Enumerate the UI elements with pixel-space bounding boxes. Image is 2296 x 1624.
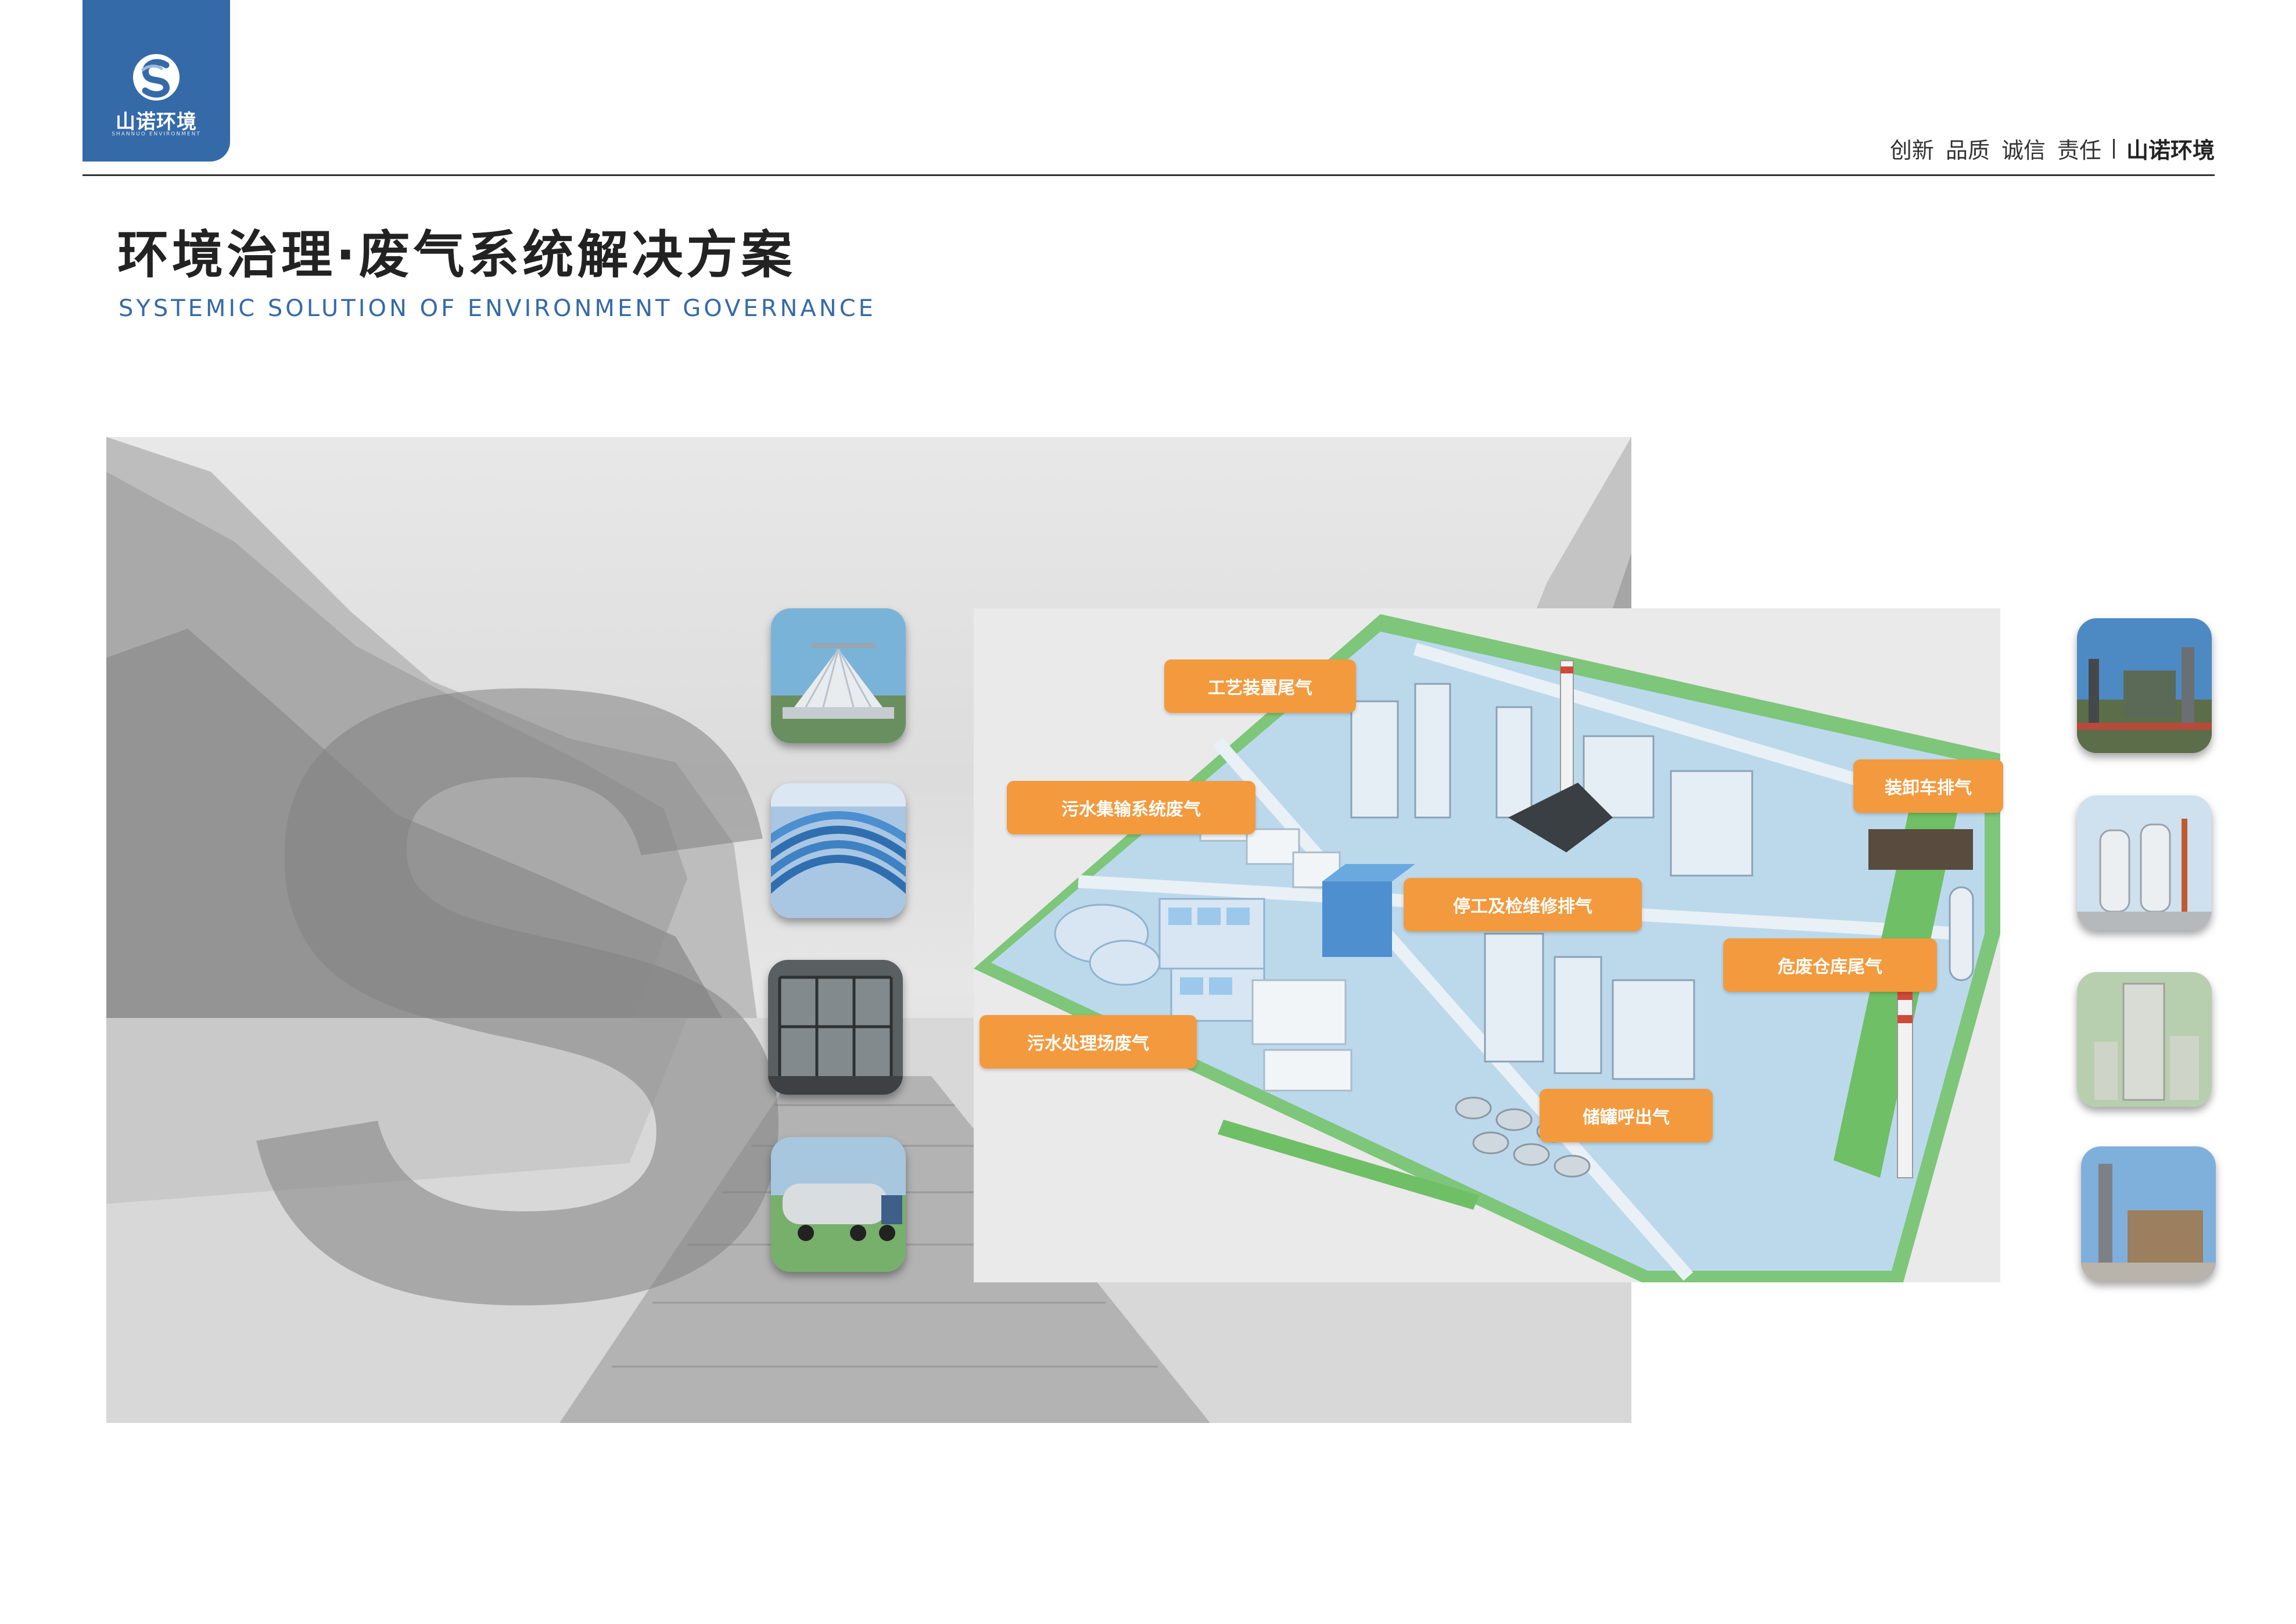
thumb-arched-covers (771, 783, 906, 918)
header-tagline: 创新 品质 诚信 责任 山诺环境 (1890, 132, 2215, 164)
logo-subtext: SHANNUO ENVIRONMENT (112, 131, 201, 137)
page-title: 环境治理·废气系统解决方案 (117, 225, 796, 285)
label-sewage-collection-gas: 污水集输系统废气 (1007, 781, 1255, 834)
label-shutdown-maintenance-gas: 停工及检维修排气 (1404, 878, 1642, 931)
label-storage-tank-breathing-gas: 储罐呼出气 (1540, 1089, 1713, 1142)
thumb-tank-truck (771, 1137, 906, 1272)
thumb-covered-tank (771, 608, 906, 743)
tagline-item: 创新 (1889, 138, 1934, 163)
thumb-glass-enclosure (768, 960, 903, 1095)
label-loading-vehicle-gas: 装卸车排气 (1853, 759, 2003, 813)
logo-text: 山诺环境 (116, 110, 197, 134)
logo-tab: 山诺环境 SHANNUO ENVIRONMENT (82, 0, 230, 162)
header-divider (82, 174, 2215, 176)
label-process-tail-gas: 工艺装置尾气 (1164, 659, 1356, 713)
page-subtitle: SYSTEMIC SOLUTION OF ENVIRONMENT GOVERNA… (119, 295, 876, 322)
thumb-industrial-plant (2077, 618, 2212, 753)
tagline-item: 诚信 (2001, 138, 2046, 163)
tagline-divider (2112, 138, 2115, 159)
label-sewage-plant-gas: 污水处理场废气 (980, 1015, 1197, 1069)
thumb-treatment-tower (2077, 972, 2212, 1107)
tagline-brand: 山诺环境 (2126, 138, 2215, 163)
label-hazardous-warehouse-gas: 危废仓库尾气 (1723, 938, 1937, 992)
tagline-item: 责任 (2057, 138, 2101, 163)
thumb-exhaust-stack (2081, 1146, 2216, 1281)
background-letter: S (231, 508, 813, 1423)
logo-icon (133, 54, 180, 101)
tagline-item: 品质 (1945, 138, 1990, 163)
thumb-silo-tanks (2077, 795, 2212, 930)
